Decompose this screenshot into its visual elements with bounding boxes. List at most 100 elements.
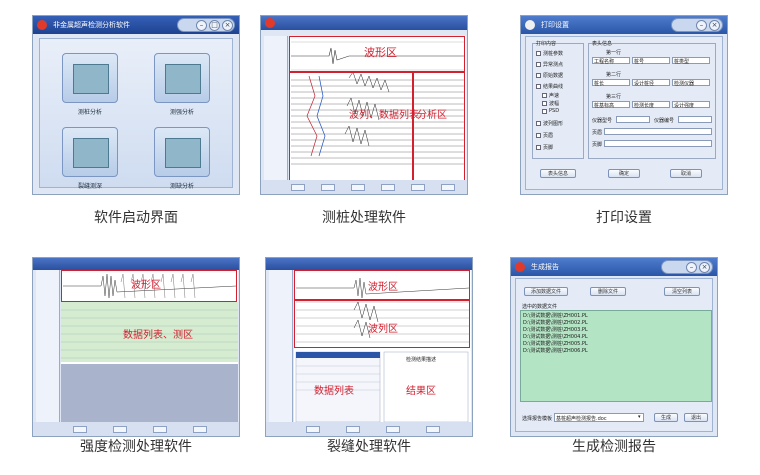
- strength-analysis-card[interactable]: [154, 53, 210, 103]
- checkbox[interactable]: [536, 145, 541, 150]
- row2-field-1[interactable]: [592, 79, 630, 86]
- file-item[interactable]: D:\测试数据\测桩\ZH002.PL: [523, 320, 588, 326]
- toolbar-button[interactable]: [153, 426, 167, 433]
- content-item-label: 结果曲线: [543, 84, 564, 90]
- row1-field-3-value: 桩类型: [674, 59, 690, 65]
- file-item[interactable]: D:\测试数据\测桩\ZH005.PL: [523, 341, 588, 347]
- waveform-region-box: [289, 36, 465, 72]
- close-icon[interactable]: ×: [222, 20, 233, 31]
- checkbox[interactable]: [536, 121, 541, 126]
- strength-window: 波形区 数据列表、测区: [33, 258, 239, 436]
- exit-button[interactable]: 退出: [684, 413, 708, 422]
- strength-software-thumbnail[interactable]: 波形区 数据列表、测区: [32, 257, 240, 437]
- toolbar-button[interactable]: [306, 426, 320, 433]
- toolbar-button[interactable]: [321, 184, 335, 191]
- toolbar-button[interactable]: [291, 184, 305, 191]
- instrument-id-field[interactable]: [678, 116, 712, 123]
- header-info-button[interactable]: 表头信息: [540, 169, 576, 178]
- minimize-icon[interactable]: –: [696, 20, 707, 31]
- close-icon[interactable]: ×: [699, 262, 710, 273]
- pile-param-panel: [264, 36, 288, 180]
- close-icon[interactable]: ×: [709, 20, 720, 31]
- pile-main-area: 波形区 波列、数据列表 分析区: [289, 36, 466, 182]
- strength-waveform-graphic: [61, 270, 238, 424]
- toolbar-button[interactable]: [193, 426, 207, 433]
- file-item[interactable]: D:\测试数据\测桩\ZH001.PL: [523, 313, 588, 319]
- clear-list-button[interactable]: 清空列表: [664, 287, 700, 296]
- file-item[interactable]: D:\测试数据\测桩\ZH004.PL: [523, 334, 588, 340]
- instrument-model-field[interactable]: [616, 116, 650, 123]
- maximize-icon[interactable]: □: [209, 20, 220, 31]
- file-list[interactable]: D:\测试数据\测桩\ZH001.PL D:\测试数据\测桩\ZH002.PL …: [520, 310, 712, 402]
- row3-field-1[interactable]: [592, 101, 630, 108]
- row2-field-2[interactable]: [632, 79, 670, 86]
- content-item-label: 原始数据: [543, 73, 564, 79]
- data-list-region-label: 数据列表、测区: [123, 330, 193, 341]
- crack-depth-card[interactable]: [62, 127, 118, 177]
- pile-analysis-card[interactable]: [62, 53, 118, 103]
- toolbar-button[interactable]: [346, 426, 360, 433]
- checkbox[interactable]: [536, 73, 541, 78]
- minimize-icon[interactable]: –: [196, 20, 207, 31]
- toolbar-button[interactable]: [351, 184, 365, 191]
- toolbar-button[interactable]: [381, 184, 395, 191]
- crack-status-bar: [266, 422, 472, 436]
- checkbox[interactable]: [536, 51, 541, 56]
- page-header-field[interactable]: [604, 128, 712, 135]
- pile-status-bar: [261, 180, 467, 194]
- crack-software-thumbnail[interactable]: 波形区 波列区 数据列表 检测结果描述 结果区: [265, 257, 473, 437]
- page-footer-field[interactable]: [604, 140, 712, 147]
- row1-field-2[interactable]: [632, 57, 670, 64]
- file-item[interactable]: D:\测试数据\测桩\ZH003.PL: [523, 327, 588, 333]
- row2-field-3[interactable]: [672, 79, 710, 86]
- template-value: 基桩超声检测报告.doc: [556, 416, 607, 422]
- minimize-icon[interactable]: –: [686, 262, 697, 273]
- checkbox[interactable]: [536, 133, 541, 138]
- toolbar-button[interactable]: [386, 426, 400, 433]
- toolbar-button[interactable]: [73, 426, 87, 433]
- row1-field-1-value: 工程名称: [594, 59, 615, 65]
- checkbox[interactable]: [536, 62, 541, 67]
- row1-field-1[interactable]: [592, 57, 630, 64]
- ok-button[interactable]: 确定: [608, 169, 640, 178]
- row1-field-3[interactable]: [672, 57, 710, 64]
- toolbar-button[interactable]: [113, 426, 127, 433]
- result-region-label: 结果区: [406, 386, 436, 397]
- strength-analysis-icon: [165, 64, 201, 94]
- defect-analysis-card[interactable]: [154, 127, 210, 177]
- delete-file-button[interactable]: 删除文件: [590, 287, 626, 296]
- app-logo-icon: [525, 20, 535, 30]
- strength-param-panel: [36, 270, 60, 422]
- report-thumbnail[interactable]: 生成报告 – × 添加数据文件 删除文件 清空列表 选中的数据文件 D:\测试数…: [510, 257, 718, 437]
- cancel-button[interactable]: 取消: [670, 169, 702, 178]
- caption-strength: 强度检测处理软件: [80, 439, 192, 455]
- waveform-region-box: [294, 270, 470, 300]
- pile-software-thumbnail[interactable]: 波形区 波列、数据列表 分析区: [260, 15, 468, 195]
- toolbar-button[interactable]: [411, 184, 425, 191]
- checkbox[interactable]: [542, 93, 547, 98]
- checkbox[interactable]: [542, 101, 547, 106]
- row3-field-3[interactable]: [672, 101, 710, 108]
- checkbox[interactable]: [542, 109, 547, 114]
- template-select[interactable]: [554, 413, 644, 422]
- checkbox[interactable]: [536, 84, 541, 89]
- launch-window-thumbnail[interactable]: 非金属超声检测分析软件 – □ × 测桩分析 测强分析 裂缝测深 测缺分析: [32, 15, 240, 195]
- content-item-label: PSD: [549, 108, 560, 114]
- strength-main-area: 波形区 数据列表、测区: [61, 270, 238, 424]
- chevron-down-icon[interactable]: ▾: [638, 414, 641, 420]
- report-body: 添加数据文件 删除文件 清空列表 选中的数据文件 D:\测试数据\测桩\ZH00…: [515, 278, 713, 432]
- row3-field-2[interactable]: [632, 101, 670, 108]
- print-settings-thumbnail[interactable]: 打印设置 – × 打印内容 测桩参数 异常测点 原始数据 结果曲线 声速 波幅 …: [520, 15, 728, 195]
- caption-launch: 软件启动界面: [94, 210, 178, 226]
- crack-depth-label: 裂缝测深: [77, 183, 102, 190]
- defect-analysis-label: 测缺分析: [169, 183, 194, 190]
- toolbar-button[interactable]: [441, 184, 455, 191]
- waveform-region-label: 波形区: [131, 280, 161, 291]
- file-item[interactable]: D:\测试数据\测桩\ZH006.PL: [523, 348, 588, 354]
- content-item-label: 声速: [549, 93, 560, 99]
- toolbar-button[interactable]: [426, 426, 440, 433]
- launch-title: 非金属超声检测分析软件: [53, 21, 130, 29]
- generate-button[interactable]: 生成: [654, 413, 678, 422]
- add-data-file-button[interactable]: 添加数据文件: [524, 287, 568, 296]
- template-label: 选择报告模板: [522, 416, 553, 422]
